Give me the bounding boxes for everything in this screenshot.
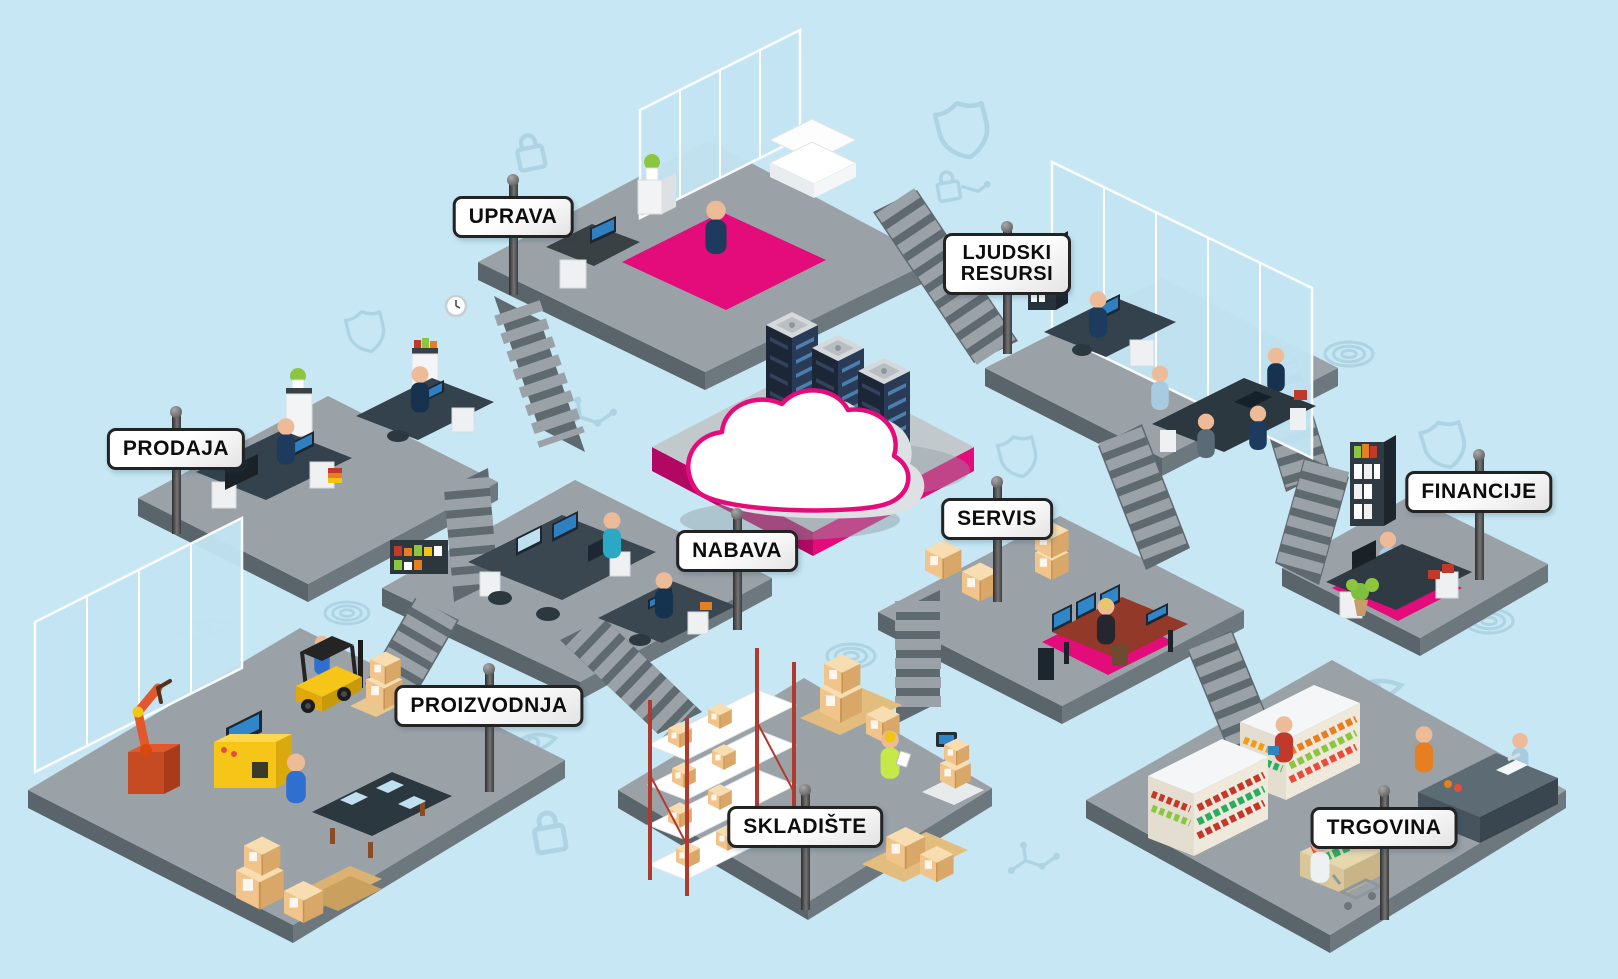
hard-hat <box>884 731 896 743</box>
plant <box>1346 578 1379 616</box>
procurement-employee-figure <box>602 512 622 559</box>
forklift <box>296 635 363 713</box>
radar-watermark-icon <box>323 600 371 626</box>
shopper-figure <box>1274 716 1294 763</box>
robot-arm <box>128 679 180 794</box>
platform-trgovina <box>1086 660 1566 953</box>
signpost <box>508 183 518 295</box>
signpost-knob <box>991 476 1003 488</box>
shield-watermark-icon <box>934 97 994 162</box>
cloud-datacenter <box>652 312 974 556</box>
shield-watermark-icon <box>1417 415 1472 475</box>
office-chair <box>1112 644 1128 666</box>
circuit-padlock-watermark-icon <box>935 165 992 202</box>
signpost-knob <box>170 406 182 418</box>
cloud-icon <box>686 388 911 513</box>
uprava-scene <box>546 27 858 310</box>
sales-employee-figure <box>276 418 296 465</box>
staircase <box>560 612 702 740</box>
bookshelf <box>1350 435 1396 526</box>
sign-label-uprava: UPRAVA <box>452 195 574 239</box>
circuit-watermark-icon <box>1002 835 1064 876</box>
store-shelf <box>1148 739 1268 856</box>
meeting-table <box>1151 347 1316 458</box>
sign-label-ljudski-resursi: LJUDSKI RESURSI <box>943 233 1071 295</box>
padlock-watermark-icon <box>514 133 546 171</box>
sofa <box>768 118 858 198</box>
machine-console <box>214 710 292 788</box>
hair <box>1100 598 1112 610</box>
hr-employee-figure <box>1088 291 1108 338</box>
proizvodnja-scene <box>33 515 452 924</box>
staircase <box>1098 424 1190 570</box>
signpost <box>1379 794 1389 920</box>
sign-label-prodaja: PRODAJA <box>106 427 246 471</box>
signpost <box>171 415 181 534</box>
pallet-stack <box>306 876 382 911</box>
signpost-knob <box>731 508 743 520</box>
shield-watermark-icon <box>342 305 391 358</box>
procurement-employee-figure <box>654 572 674 619</box>
padlock-watermark-icon <box>531 811 566 854</box>
signpost-knob <box>1001 221 1013 233</box>
desk <box>546 216 640 289</box>
signpost <box>732 517 742 630</box>
signpost-knob <box>1378 785 1390 797</box>
sign-label-financije: FINANCIJE <box>1405 470 1553 514</box>
signpost-knob <box>1473 449 1485 461</box>
servis-scene <box>924 521 1188 680</box>
staircase <box>494 296 585 452</box>
signpost-knob <box>507 174 519 186</box>
conveyor-belt <box>312 772 452 858</box>
glass-wall <box>33 515 244 775</box>
clipboard <box>895 750 912 768</box>
signpost <box>800 793 810 910</box>
signpost <box>484 672 494 792</box>
sign-label-trgovina: TRGOVINA <box>1310 806 1458 850</box>
weighing-scale <box>922 732 984 805</box>
radar-watermark-icon <box>1323 340 1375 368</box>
sales-employee-figure <box>410 366 430 413</box>
signpost <box>992 485 1002 602</box>
magenta-carpet <box>622 212 826 310</box>
glass-wall <box>638 27 802 221</box>
sign-label-servis: SERVIS <box>941 497 1053 541</box>
sales-desk-1 <box>196 430 352 509</box>
sign-label-proizvodnja: PROIZVODNJA <box>394 684 584 728</box>
factory-worker-figure <box>286 753 306 804</box>
shelf-unit <box>390 540 448 574</box>
signpost-knob <box>799 784 811 796</box>
prodaja-scene <box>196 294 494 509</box>
shield-watermark-icon <box>994 430 1043 483</box>
shopping-basket <box>1268 746 1279 755</box>
sign-label-nabava: NABAVA <box>676 529 798 573</box>
sign-label-skladiste: SKLADIŠTE <box>727 805 883 849</box>
staircase <box>1274 455 1350 585</box>
financije-scene <box>1326 435 1472 621</box>
nabava-scene <box>390 511 736 646</box>
staircase <box>895 590 941 724</box>
signpost-knob <box>483 663 495 675</box>
cabinet-with-plant <box>637 154 676 215</box>
signpost <box>1474 458 1484 580</box>
director-figure <box>705 200 727 254</box>
customer-figure <box>1414 726 1434 773</box>
